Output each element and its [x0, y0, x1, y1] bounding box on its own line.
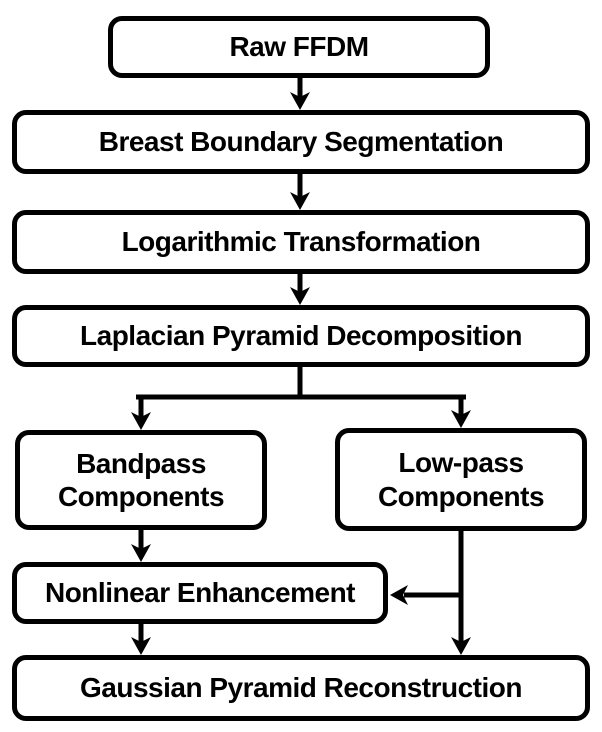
arrow-laplacian-split [131, 366, 471, 430]
node-gaussian-pyramid-reconstruction: Gaussian Pyramid Reconstruction [12, 655, 590, 721]
node-logarithmic-transformation: Logarithmic Transformation [12, 210, 590, 274]
node-bandpass-components: Bandpass Components [15, 430, 267, 530]
node-lowpass-components: Low-pass Components [335, 428, 587, 531]
arrow-lowpass-to-nonlinear [390, 585, 461, 605]
arrow-lowpass-to-gaussian [451, 530, 471, 655]
node-nonlinear-enhancement: Nonlinear Enhancement [12, 562, 388, 624]
node-breast-boundary-segmentation: Breast Boundary Segmentation [12, 110, 590, 174]
node-laplacian-pyramid-decomposition: Laplacian Pyramid Decomposition [12, 305, 590, 367]
arrow-raw-to-segmentation [290, 78, 310, 110]
arrow-nonlinear-to-gaussian [131, 623, 151, 655]
arrow-segmentation-to-logarithmic [290, 174, 310, 210]
arrow-logarithmic-to-laplacian [290, 273, 310, 305]
node-raw-ffdm: Raw FFDM [108, 16, 490, 78]
arrow-bandpass-to-nonlinear [131, 528, 151, 562]
